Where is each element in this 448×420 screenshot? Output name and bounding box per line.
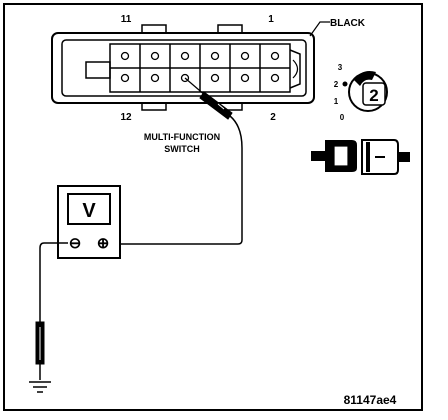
negative-terminal-icon: ⊖ — [69, 235, 82, 252]
connector: 11 1 12 2 BLACK — [51, 14, 366, 123]
positive-lead-wire — [114, 115, 243, 245]
probe-positive — [184, 77, 233, 120]
rotary-knob-grip — [354, 71, 376, 86]
component-name-line1: MULTI-FUNCTION — [144, 132, 220, 142]
figure-frame — [3, 3, 423, 411]
pin-label-2: 2 — [270, 112, 276, 123]
connector-latch-arc — [292, 59, 299, 79]
color-callout-leader — [309, 21, 330, 37]
connector-latch — [289, 49, 301, 89]
pin-holes — [120, 51, 280, 83]
ground-icon — [29, 381, 51, 393]
probe-negative — [35, 321, 45, 380]
voltmeter-display-text: V — [82, 200, 96, 222]
switch-stem-right — [398, 152, 410, 162]
voltmeter-display — [67, 193, 111, 225]
selected-position-label: 2 — [369, 86, 378, 105]
voltmeter: V ⊖ ⊕ — [57, 185, 121, 259]
selected-position-box — [362, 82, 386, 106]
switch-position-inset: 3 2 1 0 2 — [334, 63, 388, 122]
detent-dot — [342, 81, 348, 87]
switch-pos-2: 2 — [334, 80, 339, 89]
switch-side-view — [311, 139, 410, 175]
pin-label-11: 11 — [121, 14, 132, 25]
figure-code: 81147ae4 — [344, 393, 397, 407]
pin-label-12: 12 — [120, 112, 132, 123]
pin-label-1: 1 — [268, 14, 274, 25]
connector-color-label: BLACK — [330, 18, 366, 29]
switch-pos-0: 0 — [340, 113, 345, 122]
connector-key-left — [85, 61, 111, 79]
pin-cavity-grid — [109, 43, 291, 93]
switch-plug-window — [333, 145, 349, 167]
component-name-line2: SWITCH — [164, 144, 200, 154]
connector-inner-frame — [61, 39, 307, 97]
switch-pos-1: 1 — [334, 97, 339, 106]
positive-terminal-icon: ⊕ — [97, 235, 110, 252]
switch-stem-left — [311, 151, 325, 161]
switch-pos-3: 3 — [338, 63, 343, 72]
switch-housing-edge — [366, 142, 370, 172]
negative-lead-wire — [39, 242, 68, 322]
